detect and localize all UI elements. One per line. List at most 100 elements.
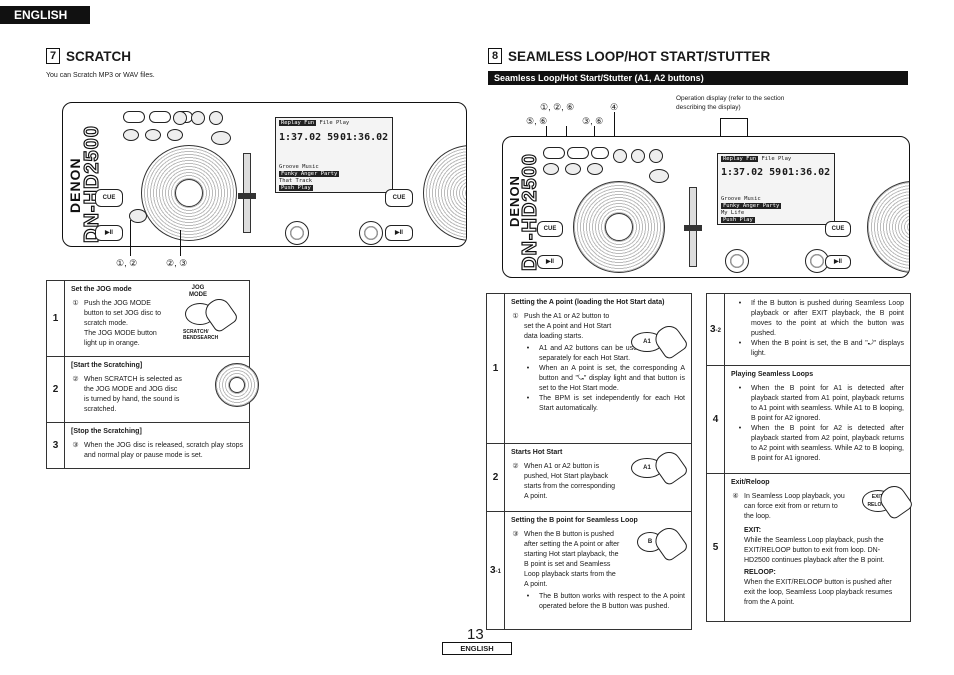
- jog-disc-icon-center: [229, 377, 245, 393]
- scratch-step-3: 3 [Stop the Scratching] ③ When the JOG d…: [46, 422, 250, 469]
- step-bullet: The BPM is set independently for each Ho…: [539, 395, 685, 412]
- device-play-button-right: ▶II: [825, 255, 851, 269]
- callout-operation-display: Operation display (refer to the section …: [676, 95, 785, 111]
- jog-mode-label-mid: MODE: [189, 292, 207, 298]
- callout-row2: ⑤, ⑥: [526, 116, 548, 126]
- lcd-line-1: Replay Fun: [721, 156, 759, 162]
- step-line: A point.: [524, 581, 548, 588]
- callout-row1b: ④: [610, 102, 619, 112]
- jog-mode-label-bottom2: BENDSEARCH: [183, 335, 219, 341]
- step-line: When A1 or A2 button is: [524, 463, 600, 470]
- device-effect-knob-2: [191, 111, 205, 125]
- step-bullet: A1 and A2 buttons can be used separately…: [539, 345, 641, 362]
- device-reloop-button: [565, 163, 581, 175]
- step-line: the JOG MODE and JOG disc: [84, 386, 178, 393]
- exit-button-label: EXIT/: [871, 494, 885, 500]
- scratch-step-1: 1 Set the JOG mode ① Push the JOG MODE b…: [46, 280, 250, 357]
- device-tap-button: [211, 131, 231, 145]
- step-line: light up in orange.: [84, 340, 140, 347]
- step-number: 3: [46, 422, 65, 469]
- scratch-step-2: 2 [Start the Scratching] ② When SCRATCH …: [46, 356, 259, 423]
- device-play-button: ▶II: [537, 255, 563, 269]
- step-title: Playing Seamless Loops: [731, 371, 814, 378]
- section-number: 7: [46, 48, 60, 64]
- step-bullet: If the B button is pushed during Seamles…: [751, 300, 904, 337]
- step-bullet: When the B point is set, the B and "⤾" d…: [751, 340, 904, 357]
- step-line: can force exit from or return to: [744, 503, 838, 510]
- device-jog-disc-right: [423, 145, 466, 241]
- device-flip-button: [543, 163, 559, 175]
- leader-line: [614, 112, 615, 152]
- step-title: Setting the A point (loading the Hot Sta…: [511, 299, 665, 306]
- device-jog-disc-right: [867, 181, 909, 273]
- step-bullet: When the B point for A1 is detected afte…: [751, 385, 904, 422]
- step-title: [Start the Scratching]: [71, 362, 143, 369]
- step-number-sub: -1: [495, 569, 501, 575]
- device-illustration-right: DENON DN-HD2500 CUE ▶II Replay Fun File …: [502, 136, 910, 278]
- step-number-main: 3: [710, 324, 716, 335]
- lcd-line-3: Groove Music: [721, 196, 761, 202]
- step-marker: ④: [732, 493, 739, 500]
- leader-line: [720, 118, 748, 119]
- step-line: after setting the A point or after: [524, 541, 620, 548]
- device-a2-button: [149, 111, 171, 123]
- jog-mode-illustration: JOG MODE SCRATCH/ BENDSEARCH: [183, 285, 243, 345]
- step-line: starting Hot start playback, the: [524, 551, 619, 558]
- device-effect-knob-2: [631, 149, 645, 163]
- lcd-time-left: 1:37.02 59.: [721, 167, 788, 178]
- callout-row1: ①, ②, ⑥: [540, 102, 575, 112]
- lcd-line-2: File Play: [319, 120, 350, 126]
- step-line: When the B button is pushed: [524, 531, 614, 538]
- jog-mode-label-bottom: SCRATCH/: [183, 329, 209, 335]
- lcd-time-right: 01:36.02: [340, 132, 389, 143]
- device-play-button: ▶II: [95, 225, 123, 241]
- step-line: pushed, Hot Start playback: [524, 473, 609, 480]
- leader-line: [180, 230, 181, 256]
- device-lcd: Replay Fun File Play 1:37.02 59. 01:36.0…: [275, 117, 393, 193]
- step-line: scratched.: [84, 406, 117, 413]
- step-title: Setting the B point for Seamless Loop: [511, 517, 638, 524]
- finger-icon: [650, 523, 690, 563]
- device-cue-button-right: CUE: [385, 189, 413, 207]
- lcd-line-5: Push Play: [721, 217, 755, 223]
- device-cue-button-right: CUE: [825, 221, 851, 237]
- step-line: Push the JOG MODE: [84, 300, 151, 307]
- seamless-step-1: 1 Setting the A point (loading the Hot S…: [486, 293, 692, 444]
- device-jog-disc: [141, 145, 237, 241]
- step-line: the loop.: [744, 513, 771, 520]
- device-jog-center: [175, 179, 203, 207]
- device-a1-button: [543, 147, 565, 159]
- step-title: Set the JOG mode: [71, 286, 132, 293]
- step-bullet: When the B point for A2 is detected afte…: [751, 425, 904, 462]
- step-title: Starts Hot Start: [511, 449, 563, 456]
- reloop-label: RELOOP:: [744, 569, 776, 576]
- language-tab: ENGLISH: [0, 6, 90, 24]
- step-line: Push the A1 or A2 button to: [524, 313, 610, 320]
- step-number: 1: [46, 280, 65, 357]
- scratch-steps-table: 1 Set the JOG mode ① Push the JOG MODE b…: [46, 280, 259, 469]
- device-effect-knob-3: [649, 149, 663, 163]
- lcd-line-2: File Play: [761, 156, 792, 162]
- step-number: 2: [486, 443, 505, 512]
- device-pitch-fader-knob: [238, 193, 256, 199]
- section-title: SCRATCH: [66, 48, 131, 64]
- callout-scratch-right: ②, ③: [166, 258, 188, 268]
- step-line: button to set JOG disc to: [84, 310, 162, 317]
- lcd-line-1: Replay Fun: [279, 120, 317, 126]
- step-marker: ②: [512, 463, 519, 470]
- device-b-button: [591, 147, 609, 159]
- device-illustration-left: DENON DN-HD2500 CUE ▶II Replay Fun File …: [62, 102, 467, 247]
- step-number: 4: [706, 365, 725, 474]
- seamless-step-5: 5 Exit/Reloop ④ In Seamless Loop playbac…: [706, 473, 915, 622]
- device-param-knob-left: [725, 249, 749, 273]
- exit-description: While the Seamless Loop playback, push t…: [744, 537, 885, 564]
- step-marker: ③: [512, 531, 519, 538]
- leader-line: [130, 220, 131, 256]
- device-cue-button: CUE: [95, 189, 123, 207]
- step-line: set the A point and Hot Start: [524, 323, 612, 330]
- finger-icon: [875, 481, 915, 521]
- scratch-intro: You can Scratch MP3 or WAV files.: [46, 72, 155, 79]
- step-line: data loading starts.: [524, 333, 584, 340]
- device-a2-button: [567, 147, 589, 159]
- seamless-steps-table-left: 1 Setting the A point (loading the Hot S…: [486, 293, 692, 630]
